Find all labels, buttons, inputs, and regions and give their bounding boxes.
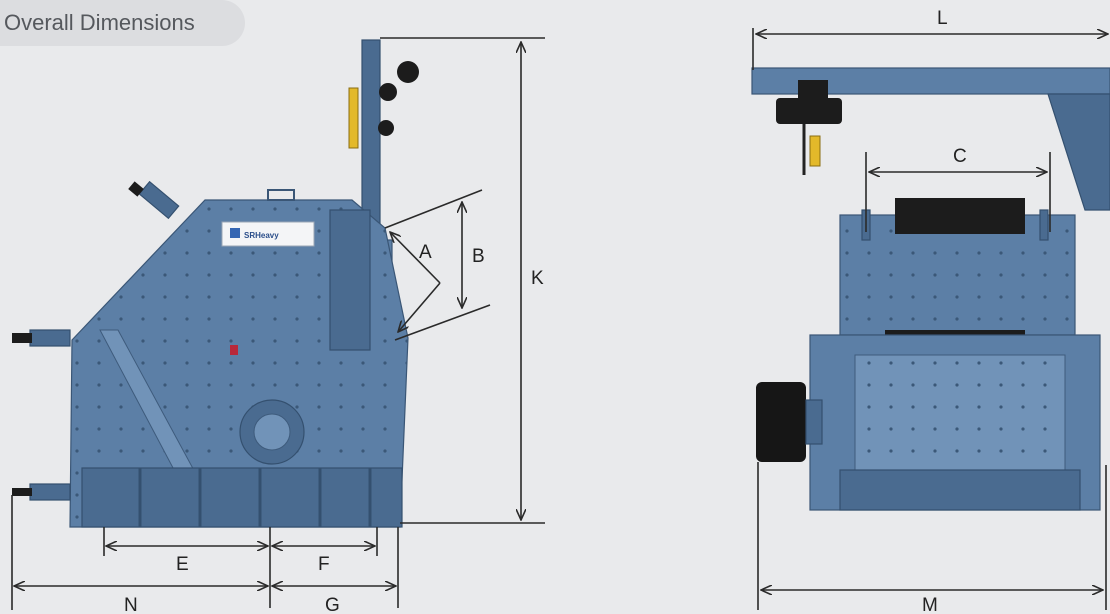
section-title-tab: Overall Dimensions — [0, 0, 245, 46]
dim-label-L: L — [937, 8, 948, 29]
dim-label-C: C — [953, 146, 967, 167]
dim-label-B: B — [472, 246, 485, 267]
dim-label-F: F — [318, 554, 330, 575]
motor-pulley — [756, 382, 806, 462]
dim-label-A: A — [419, 242, 432, 263]
hydraulic-cylinder-top — [128, 180, 180, 220]
base-frame — [81, 467, 403, 528]
side-view-machine: SRHeavy — [12, 39, 419, 528]
front-view-dimensions: L C M — [752, 8, 1108, 614]
dim-label-G: G — [325, 595, 340, 614]
crane-support — [1047, 93, 1110, 211]
dim-label-E: E — [176, 554, 189, 575]
top-clamp — [895, 198, 1025, 234]
front-view-machine — [751, 67, 1110, 511]
section-title: Overall Dimensions — [4, 10, 195, 35]
dim-label-K: K — [531, 268, 544, 289]
brand-logo-text: SRHeavy — [244, 231, 279, 240]
side-view-dimensions: K B A E F N G — [11, 37, 545, 614]
yellow-handle — [348, 87, 359, 149]
electric-hoist — [776, 98, 842, 124]
hydraulic-cylinder-mid — [12, 329, 71, 347]
hoist-wheel — [397, 61, 419, 83]
dim-label-M: M — [922, 595, 938, 614]
dim-label-N: N — [124, 595, 138, 614]
brand-logo-icon — [230, 228, 240, 238]
hydraulic-cylinder-bottom — [12, 483, 71, 501]
